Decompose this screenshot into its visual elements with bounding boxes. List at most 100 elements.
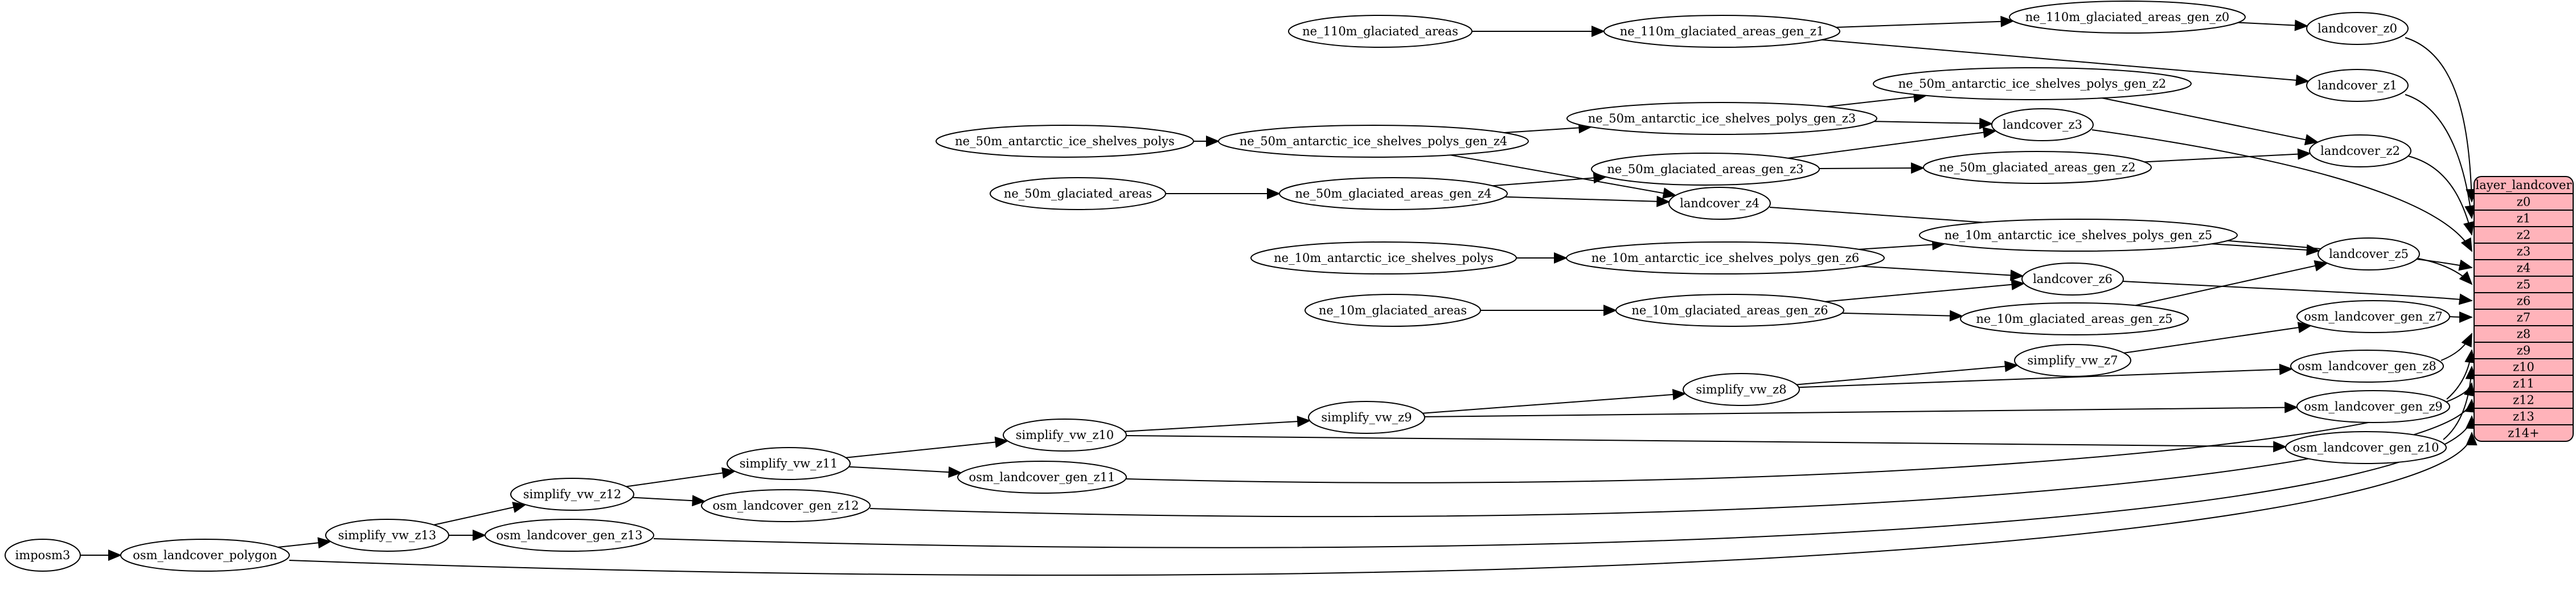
node-label: ne_50m_antarctic_ice_shelves_polys_gen_z…: [1588, 112, 1856, 125]
node-ellipse: [1615, 294, 1844, 327]
node-ellipse: [2309, 134, 2411, 167]
node-label: simplify_vw_z7: [2027, 354, 2118, 367]
edge-simplify_vw_z10-to-simplify_vw_z9: [1125, 416, 1311, 432]
edge-ne_50m_antarctic_ice_shelves_polys_gen_z4-to-landcover_z4: [1450, 154, 1677, 199]
edge-simplify_vw_z9-to-simplify_vw_z8: [1422, 388, 1687, 414]
table-row-z4: z4: [2517, 261, 2530, 275]
table-row-z9: z9: [2517, 344, 2530, 358]
node-ne_50m_glaciated_areas_gen_z4: ne_50m_glaciated_areas_gen_z4: [1279, 177, 1508, 210]
node-ne_50m_antarctic_ice_shelves_polys: ne_50m_antarctic_ice_shelves_polys: [936, 125, 1194, 158]
node-simplify_vw_z11: simplify_vw_z11: [727, 447, 851, 480]
node-ellipse: [1591, 153, 1820, 186]
edge-ne_50m_glaciated_areas_gen_z2-to-landcover_z2: [2144, 148, 2312, 163]
edge-ne_110m_glaciated_areas_gen_z1-to-ne_110m_glaciated_areas_gen_z0: [1836, 15, 2015, 28]
edge-simplify_vw_z12-to-simplify_vw_z11: [626, 467, 736, 487]
node-label: osm_landcover_gen_z10: [2293, 441, 2439, 454]
node-osm_landcover_gen_z10: osm_landcover_gen_z10: [2285, 431, 2447, 464]
node-label: ne_10m_glaciated_areas_gen_z5: [1976, 312, 2172, 326]
node-simplify_vw_z7: simplify_vw_z7: [2014, 344, 2131, 377]
edge-osm_landcover_gen_z10-to-row-z10: [2443, 366, 2477, 440]
node-ellipse: [2306, 69, 2409, 102]
node-simplify_vw_z10: simplify_vw_z10: [1003, 419, 1127, 452]
node-ne_50m_antarctic_ice_shelves_polys_gen_z3: ne_50m_antarctic_ice_shelves_polys_gen_z…: [1566, 102, 1877, 135]
node-label: ne_110m_glaciated_areas_gen_z1: [1620, 24, 1824, 38]
node-label: landcover_z0: [2317, 22, 2397, 35]
node-label: ne_50m_glaciated_areas_gen_z3: [1607, 162, 1803, 176]
node-ellipse: [2317, 237, 2420, 270]
edge-simplify_vw_z8-to-simplify_vw_z7: [1796, 360, 2019, 386]
node-landcover_z6: landcover_z6: [2021, 263, 2124, 296]
node-simplify_vw_z8: simplify_vw_z8: [1683, 373, 1800, 406]
edge-simplify_vw_z9-to-osm_landcover_gen_z9: [1424, 401, 2299, 417]
edge-landcover_z2-to-row-z2: [2407, 155, 2475, 236]
node-label: osm_landcover_gen_z7: [2304, 310, 2443, 323]
edge-ne_10m_glaciated_areas_gen_z5-to-landcover_z5: [2135, 260, 2329, 306]
node-label: ne_10m_antarctic_ice_shelves_polys: [1274, 251, 1494, 265]
node-ellipse: [510, 478, 634, 511]
edge-ne_110m_glaciated_areas_gen_z1-to-landcover_z1: [1822, 39, 2310, 86]
edge-ne_50m_glaciated_areas_gen_z4-to-ne_50m_glaciated_areas_gen_z3: [1492, 172, 1607, 187]
node-ne_10m_antarctic_ice_shelves_polys_gen_z6: ne_10m_antarctic_ice_shelves_polys_gen_z…: [1566, 241, 1885, 274]
edge-osm_landcover_gen_z8-to-row-z8: [2440, 333, 2472, 361]
table-row-z1: z1: [2517, 212, 2530, 225]
table-row-z13: z13: [2513, 410, 2534, 424]
node-label: landcover_z2: [2320, 144, 2400, 158]
node-landcover_z3: landcover_z3: [1991, 108, 2094, 141]
node-label: landcover_z5: [2329, 247, 2409, 261]
node-ellipse: [485, 519, 654, 552]
node-ellipse: [936, 125, 1194, 158]
edge-ne_10m_antarctic_ice_shelves_polys_gen_z5-to-landcover_z5: [2212, 243, 2320, 256]
node-ellipse: [990, 177, 1166, 210]
node-label: simplify_vw_z9: [1321, 411, 1412, 424]
node-ne_110m_glaciated_areas: ne_110m_glaciated_areas: [1288, 15, 1472, 48]
node-label: ne_50m_antarctic_ice_shelves_polys_gen_z…: [1898, 77, 2167, 91]
edge-simplify_vw_z10-to-osm_landcover_gen_z10: [1126, 435, 2287, 453]
node-ellipse: [727, 447, 851, 480]
node-osm_landcover_gen_z11: osm_landcover_gen_z11: [957, 461, 1127, 494]
node-ne_110m_glaciated_areas_gen_z1: ne_110m_glaciated_areas_gen_z1: [1603, 15, 1840, 48]
edge-ne_50m_glaciated_areas_gen_z3-to-ne_50m_glaciated_areas_gen_z2: [1819, 162, 1925, 174]
node-label: ne_10m_glaciated_areas_gen_z6: [1631, 304, 1828, 317]
node-label: osm_landcover_gen_z13: [497, 528, 643, 542]
edge-osm_landcover_gen_z11-to-row-z11: [1126, 382, 2475, 483]
edge-ne_10m_antarctic_ice_shelves_polys_gen_z6-to-ne_10m_antarctic_ice_shelves_polys_gen_z5: [1859, 239, 1946, 251]
table-row-z0: z0: [2517, 195, 2530, 209]
node-ellipse: [2290, 350, 2444, 383]
node-ellipse: [1923, 151, 2152, 184]
node-ellipse: [1305, 294, 1481, 327]
table-row-z2: z2: [2517, 228, 2530, 242]
node-osm_landcover_gen_z13: osm_landcover_gen_z13: [485, 519, 654, 552]
node-landcover_z0: landcover_z0: [2306, 12, 2409, 45]
edge-landcover_z6-to-row-z6: [2122, 281, 2473, 305]
node-ellipse: [1566, 241, 1885, 274]
node-label: ne_50m_glaciated_areas_gen_z4: [1295, 187, 1491, 200]
edge-osm_landcover_polygon-to-row-z14+: [289, 432, 2477, 576]
edge-landcover_z5-to-row-z5: [2418, 258, 2473, 285]
edge-simplify_vw_z11-to-simplify_vw_z10: [846, 436, 1009, 458]
node-label: simplify_vw_z12: [523, 487, 622, 501]
node-landcover_z2: landcover_z2: [2309, 134, 2411, 167]
node-ellipse: [1919, 219, 2238, 252]
edge-simplify_vw_z12-to-osm_landcover_gen_z12: [632, 495, 706, 507]
node-ellipse: [2285, 431, 2447, 464]
node-ellipse: [2014, 344, 2131, 377]
edge-ne_50m_glaciated_areas_gen_z4-to-landcover_z4: [1504, 195, 1671, 207]
node-ne_10m_glaciated_areas: ne_10m_glaciated_areas: [1305, 294, 1481, 327]
table-row-z14+: z14+: [2508, 427, 2539, 440]
node-ne_110m_glaciated_areas_gen_z0: ne_110m_glaciated_areas_gen_z0: [2009, 1, 2246, 34]
node-ellipse: [2306, 12, 2409, 45]
table-row-z3: z3: [2517, 245, 2530, 259]
node-ellipse: [1683, 373, 1800, 406]
node-ellipse: [1288, 15, 1472, 48]
node-ellipse: [1991, 108, 2094, 141]
node-ne_50m_antarctic_ice_shelves_polys_gen_z2: ne_50m_antarctic_ice_shelves_polys_gen_z…: [1873, 67, 2192, 100]
node-ellipse: [1566, 102, 1877, 135]
node-label: landcover_z6: [2033, 272, 2113, 286]
node-landcover_z5: landcover_z5: [2317, 237, 2420, 270]
node-label: simplify_vw_z13: [338, 528, 437, 542]
table-row-z12: z12: [2513, 393, 2534, 407]
node-label: imposm3: [15, 548, 71, 562]
node-label: ne_10m_glaciated_areas: [1319, 304, 1467, 317]
